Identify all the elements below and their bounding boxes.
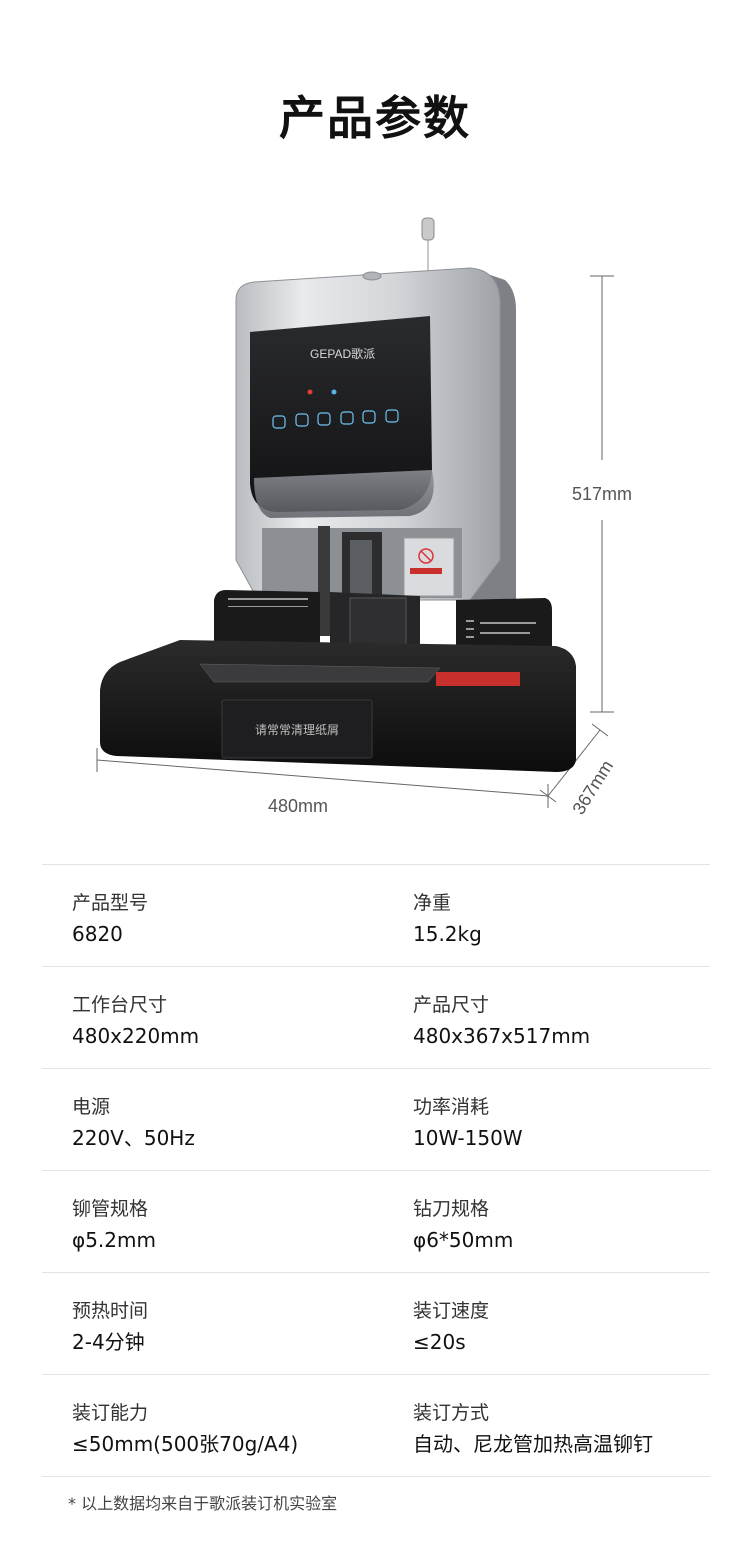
panel-button-icon: [340, 411, 354, 425]
drawer-label: 请常常清理纸屑: [255, 723, 339, 737]
height-dimension-line: [590, 275, 614, 713]
spec-value: 480x367x517mm: [413, 1024, 591, 1048]
spec-label: 装订能力: [72, 1402, 149, 1424]
spec-value: 2-4分钟: [72, 1330, 145, 1354]
spec-label: 产品型号: [72, 892, 149, 914]
spec-value: 6820: [72, 922, 123, 946]
spec-value: 15.2kg: [413, 922, 482, 946]
spec-value: 自动、尼龙管加热高温铆钉: [413, 1432, 653, 1456]
spec-row: 装订能力 ≤50mm(500张70g/A4) 装订方式 自动、尼龙管加热高温铆钉: [42, 1374, 710, 1477]
panel-button-icon: [362, 410, 376, 424]
spec-label: 钻刀规格: [413, 1198, 490, 1220]
spec-label: 功率消耗: [413, 1096, 490, 1118]
depth-label: 367mm: [568, 757, 617, 819]
spec-label: 预热时间: [72, 1300, 149, 1322]
product-image: 517mm 480mm 367mm GEPAD歌派: [96, 217, 632, 819]
footnote: * 以上数据均来自于歌派装订机实验室: [68, 1494, 338, 1513]
panel-button-icon: [272, 415, 286, 429]
width-label: 480mm: [268, 796, 328, 816]
spec-row: 铆管规格 φ5.2mm 钻刀规格 φ6*50mm: [42, 1170, 710, 1272]
spec-value: ≤50mm(500张70g/A4): [72, 1432, 299, 1456]
spec-value: ≤20s: [413, 1330, 466, 1354]
panel-button-icon: [295, 413, 309, 427]
brand-logo: GEPAD歌派: [310, 346, 375, 361]
indicator-lamp: [421, 217, 435, 272]
ready-indicator-icon: [331, 389, 337, 395]
spec-label: 产品尺寸: [413, 994, 490, 1016]
spec-value: 220V、50Hz: [72, 1126, 195, 1150]
spec-table: 产品型号 6820 净重 15.2kg 工作台尺寸 480x220mm 产品尺寸…: [42, 864, 710, 1477]
panel-buttons: [272, 409, 399, 429]
spec-label: 工作台尺寸: [72, 994, 168, 1016]
spec-row: 产品型号 6820 净重 15.2kg: [42, 864, 710, 966]
panel-button-icon: [385, 409, 399, 423]
spec-value: 10W-150W: [413, 1126, 523, 1150]
warning-sign-icon: [418, 548, 434, 564]
spec-value: φ5.2mm: [72, 1228, 156, 1252]
height-label: 517mm: [572, 484, 632, 504]
spec-label: 电源: [72, 1096, 111, 1118]
power-indicator-icon: [307, 389, 313, 395]
spec-row: 预热时间 2-4分钟 装订速度 ≤20s: [42, 1272, 710, 1374]
spec-label: 铆管规格: [72, 1198, 149, 1220]
spec-label: 装订速度: [413, 1300, 490, 1322]
spec-value: 480x220mm: [72, 1024, 200, 1048]
spec-row: 电源 220V、50Hz 功率消耗 10W-150W: [42, 1068, 710, 1170]
spec-row: 工作台尺寸 480x220mm 产品尺寸 480x367x517mm: [42, 966, 710, 1068]
spec-label: 净重: [413, 892, 452, 914]
spec-value: φ6*50mm: [413, 1228, 514, 1252]
page-title: 产品参数: [279, 91, 471, 145]
panel-button-icon: [317, 412, 331, 426]
spec-label: 装订方式: [413, 1402, 490, 1424]
scrap-drawer: [221, 699, 373, 759]
